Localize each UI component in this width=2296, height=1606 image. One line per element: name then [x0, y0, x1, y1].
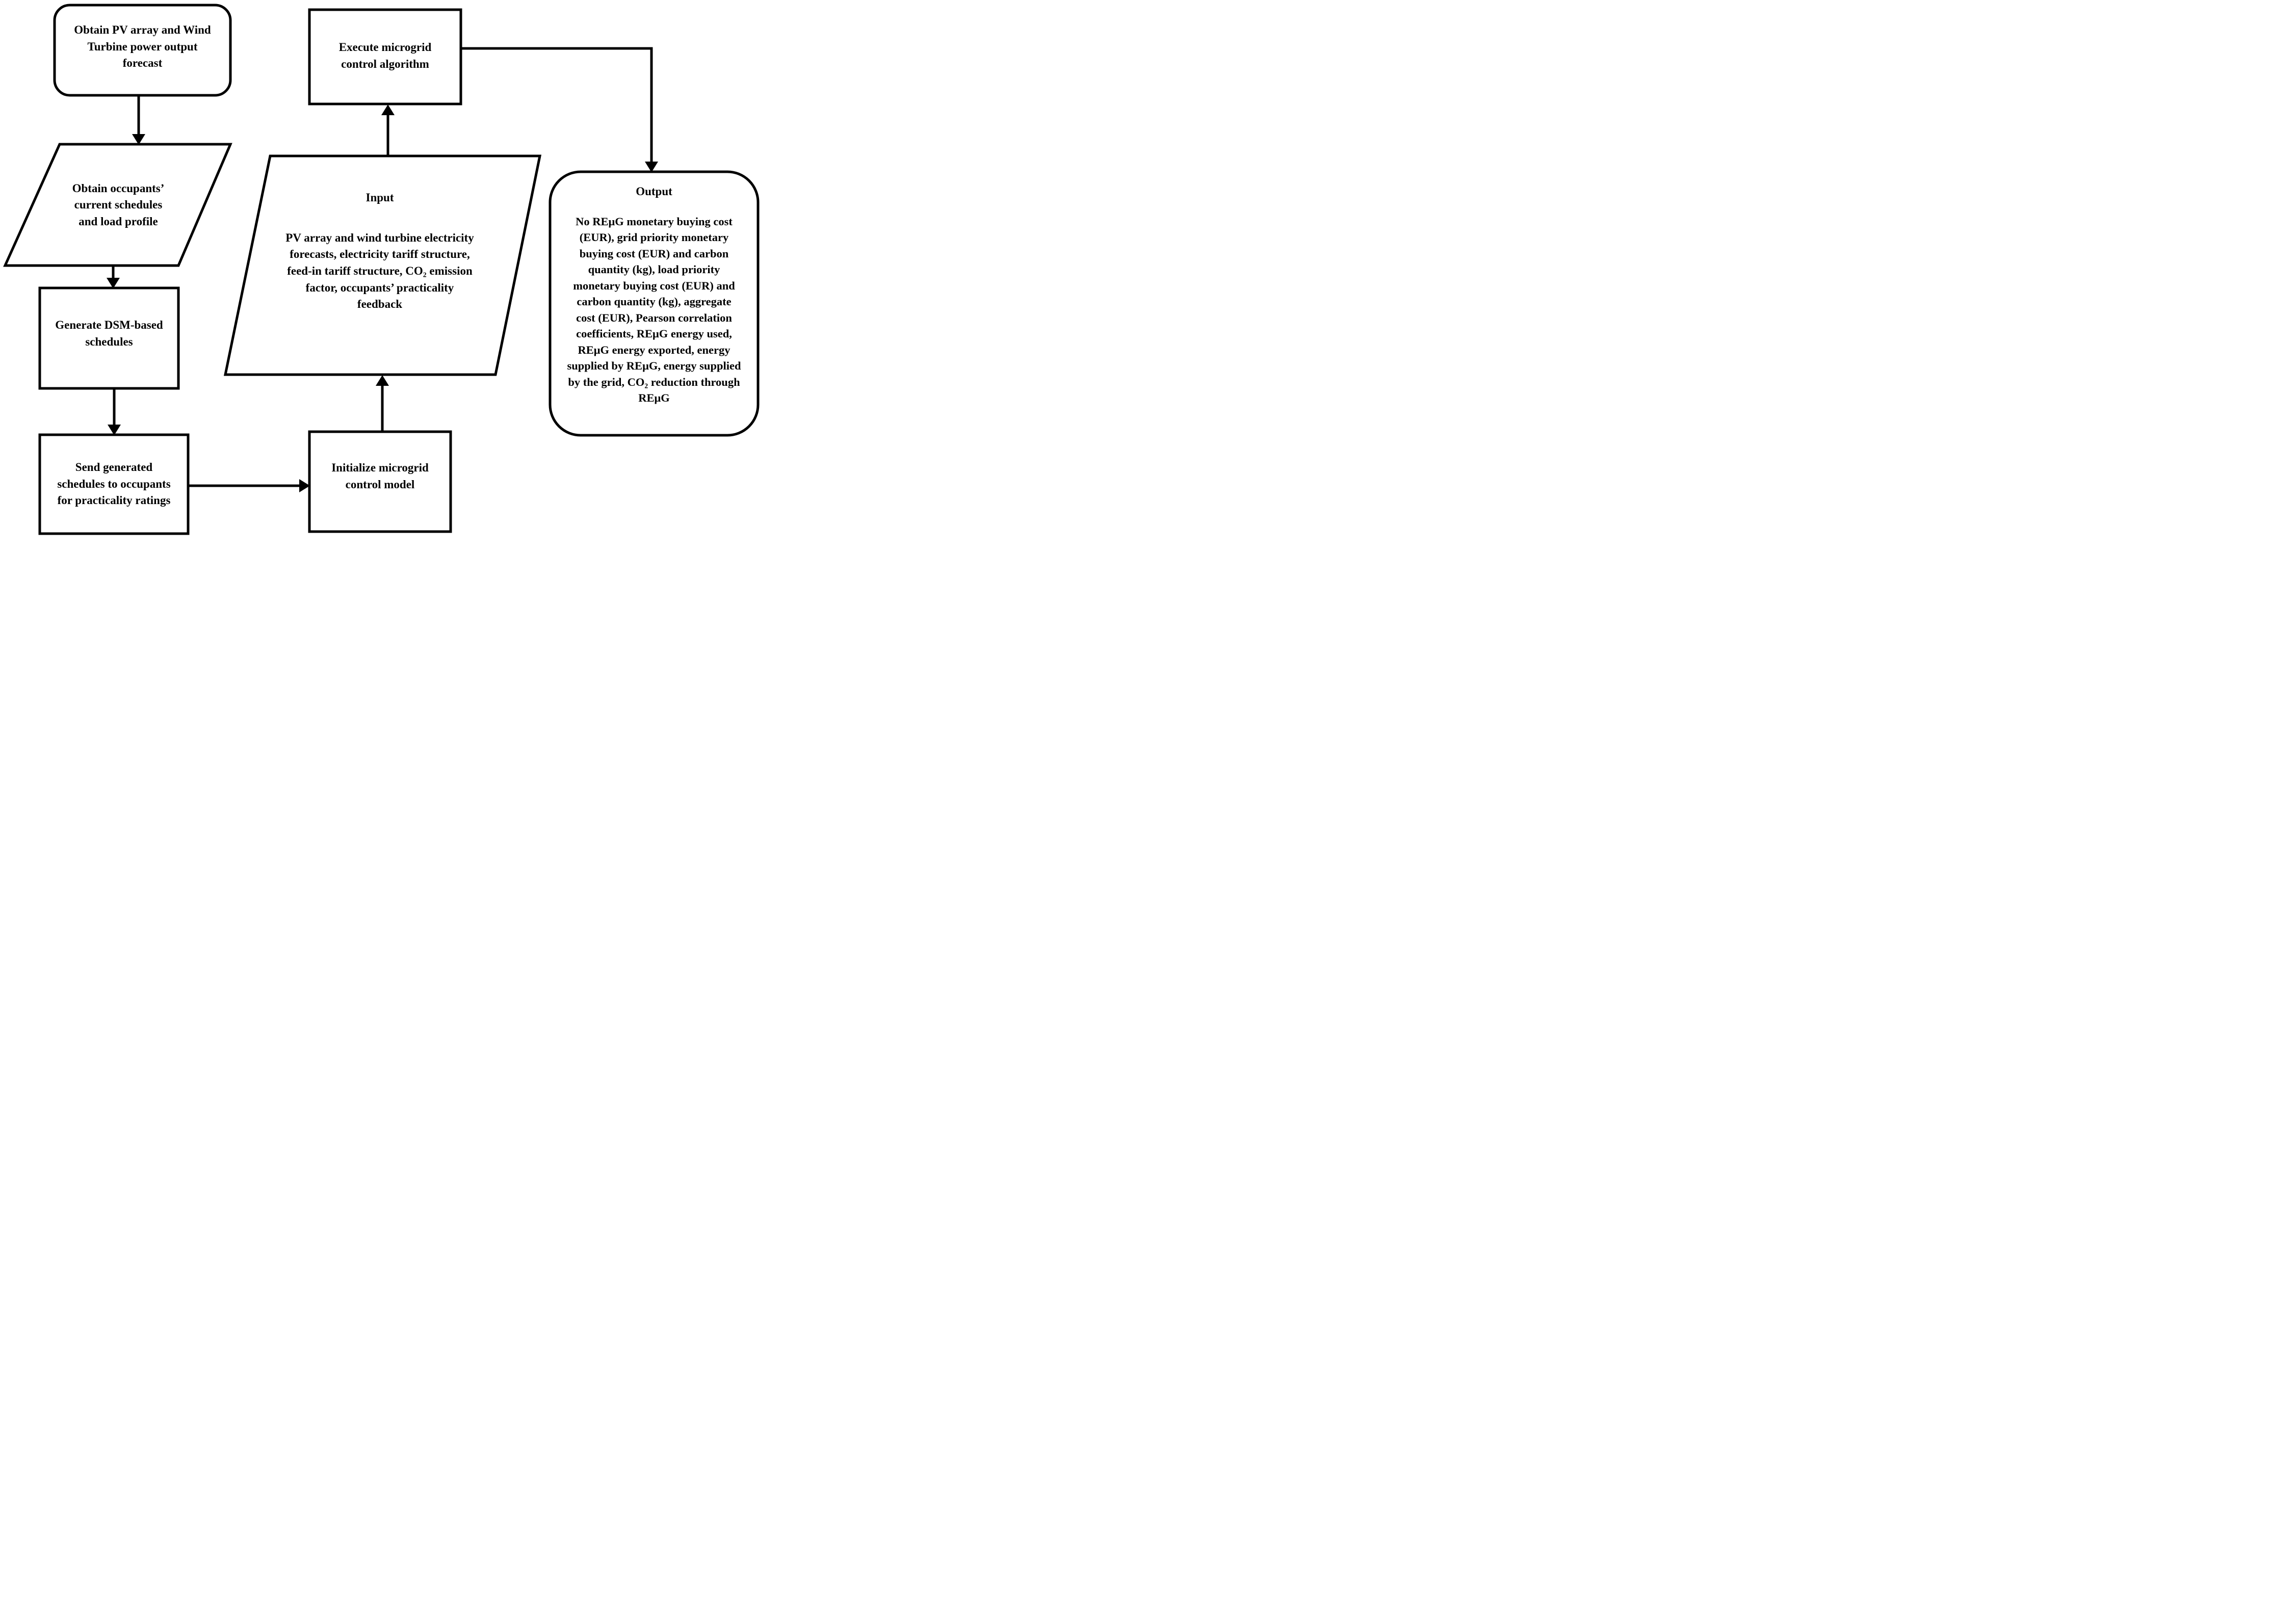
send-schedules-label: Send generated schedules to occupants fo… [57, 461, 171, 507]
input-title: Input [366, 191, 394, 204]
input-node-text: Input PV array and wind turbine electric… [237, 190, 523, 313]
obtain-forecast-label: Obtain PV array and Wind Turbine power o… [74, 23, 211, 70]
arrow-execute-to-output [461, 47, 653, 163]
execute-algorithm-process-shape [308, 8, 462, 106]
input-parallelogram-shape [223, 154, 542, 376]
output-terminator-shape [549, 170, 760, 437]
input-body: PV array and wind turbine electricity fo… [285, 231, 474, 311]
output-body: No REμG monetary buying cost (EUR), grid… [567, 215, 741, 405]
initialize-model-process-shape [308, 430, 452, 533]
flowchart-shapes [3, 4, 760, 535]
arrowhead-down-icon [132, 134, 145, 145]
arrowhead-right-icon [299, 479, 310, 492]
arrowhead-up-icon [381, 104, 395, 115]
initialize-model-label: Initialize microgrid control model [331, 461, 429, 491]
obtain-schedules-label: Obtain occupants’ current schedules and … [72, 181, 165, 228]
execute-algorithm-label: Execute microgrid control algorithm [338, 41, 432, 70]
flowchart: Obtain PV array and Wind Turbine power o… [0, 0, 765, 535]
obtain-schedules-parallelogram-shape [3, 143, 232, 267]
arrowhead-down-icon [645, 162, 658, 172]
obtain-forecast-terminator-shape [53, 4, 232, 97]
output-title: Output [636, 185, 672, 198]
output-node-text: Output No REμG monetary buying cost (EUR… [547, 183, 761, 406]
arrowhead-up-icon [376, 375, 389, 386]
generate-dsm-label: Generate DSM-based schedules [55, 319, 163, 348]
arrowhead-down-icon [108, 425, 121, 435]
generate-dsm-process-shape [38, 286, 180, 390]
arrowhead-down-icon [107, 278, 120, 288]
